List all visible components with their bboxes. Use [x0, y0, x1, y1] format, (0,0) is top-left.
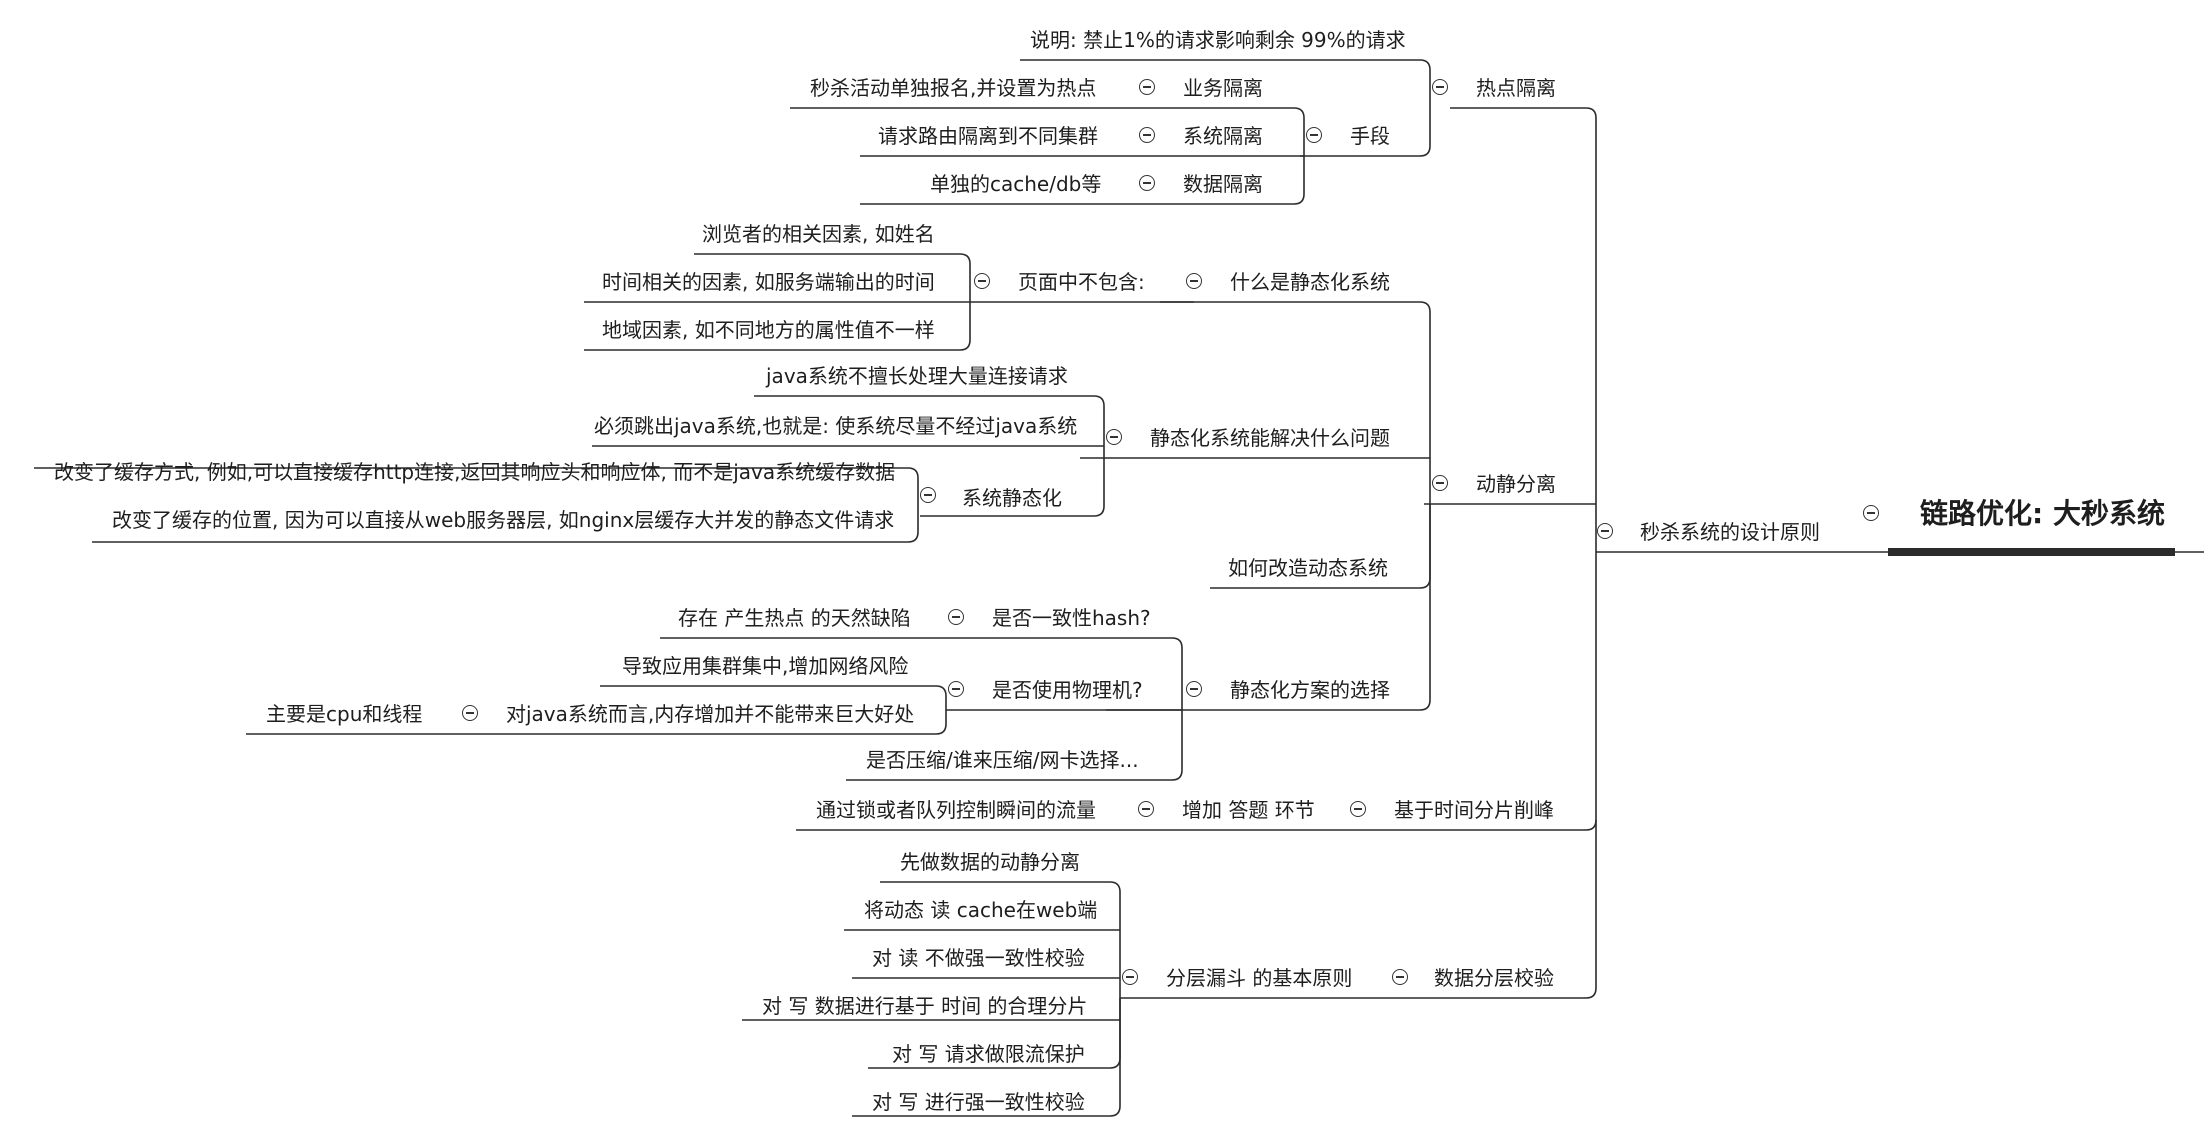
collapse-icon[interactable] — [1138, 801, 1154, 817]
node-system-static-1: 改变了缓存方式, 例如,可以直接缓存http连接,返回其响应头和响应体, 而不是… — [54, 460, 896, 484]
root-title: 链路优化: 大秒系统 — [1920, 497, 2165, 530]
node-biz-iso: 业务隔离 — [1183, 76, 1263, 100]
node-system-static-2: 改变了缓存的位置, 因为可以直接从web服务器层, 如nginx层缓存大并发的静… — [112, 508, 895, 532]
collapse-icon[interactable] — [1392, 969, 1408, 985]
node-funnel-2: 将动态 读 cache在web端 — [864, 898, 1098, 922]
node-system-static: 系统静态化 — [962, 486, 1062, 510]
collapse-icon[interactable] — [462, 705, 478, 721]
node-peak: 基于时间分片削峰 — [1394, 798, 1554, 822]
collapse-icon[interactable] — [1350, 801, 1366, 817]
node-add-question: 增加 答题 环节 — [1182, 798, 1315, 822]
node-funnel: 分层漏斗 的基本原则 — [1166, 966, 1353, 990]
node-solve: 静态化系统能解决什么问题 — [1150, 426, 1390, 450]
node-hash: 是否一致性hash? — [992, 606, 1151, 630]
node-what-static: 什么是静态化系统 — [1230, 270, 1390, 294]
collapse-icon[interactable] — [1186, 273, 1202, 289]
node-physical: 是否使用物理机? — [992, 678, 1143, 702]
node-data-iso: 数据隔离 — [1183, 172, 1263, 196]
node-funnel-1: 先做数据的动静分离 — [900, 850, 1080, 874]
node-hot-isolation: 热点隔离 — [1476, 76, 1556, 100]
node-means: 手段 — [1350, 124, 1390, 148]
node-no-contain: 页面中不包含: — [1018, 270, 1145, 294]
node-compress: 是否压缩/谁来压缩/网卡选择... — [866, 748, 1139, 772]
node-physical-2: 对java系统而言,内存增加并不能带来巨大好处 — [506, 702, 915, 726]
node-dynamic-static: 动静分离 — [1476, 472, 1556, 496]
node-no-contain-1: 浏览者的相关因素, 如姓名 — [702, 222, 935, 246]
node-no-contain-2: 时间相关的因素, 如服务端输出的时间 — [602, 270, 935, 294]
collapse-icon[interactable] — [948, 609, 964, 625]
node-solve-2: 必须跳出java系统,也就是: 使系统尽量不经过java系统 — [594, 414, 1078, 438]
collapse-icon[interactable] — [1432, 79, 1448, 95]
collapse-icon[interactable] — [974, 273, 990, 289]
node-data-iso-detail: 单独的cache/db等 — [930, 172, 1102, 196]
node-no-contain-3: 地域因素, 如不同地方的属性值不一样 — [602, 318, 935, 342]
node-hash-detail: 存在 产生热点 的天然缺陷 — [678, 606, 911, 630]
collapse-icon[interactable] — [1106, 429, 1122, 445]
collapse-icon[interactable] — [1597, 523, 1613, 539]
node-design-principles: 秒杀系统的设计原则 — [1640, 520, 1820, 544]
node-funnel-4: 对 写 数据进行基于 时间 的合理分片 — [762, 994, 1088, 1018]
node-solve-1: java系统不擅长处理大量连接请求 — [766, 364, 1068, 388]
node-how-dynamic: 如何改造动态系统 — [1228, 556, 1388, 580]
node-funnel-5: 对 写 请求做限流保护 — [892, 1042, 1085, 1066]
node-choice: 静态化方案的选择 — [1230, 678, 1390, 702]
collapse-icon[interactable] — [920, 487, 936, 503]
collapse-icon[interactable] — [1863, 505, 1879, 521]
collapse-icon[interactable] — [1139, 175, 1155, 191]
node-add-question-detail: 通过锁或者队列控制瞬间的流量 — [816, 798, 1096, 822]
collapse-icon[interactable] — [948, 681, 964, 697]
collapse-icon[interactable] — [1139, 79, 1155, 95]
node-sys-iso-detail: 请求路由隔离到不同集群 — [878, 124, 1098, 148]
collapse-icon[interactable] — [1186, 681, 1202, 697]
collapse-icon[interactable] — [1139, 127, 1155, 143]
node-physical-1: 导致应用集群集中,增加网络风险 — [622, 654, 909, 678]
collapse-icon[interactable] — [1306, 127, 1322, 143]
node-funnel-3: 对 读 不做强一致性校验 — [872, 946, 1085, 970]
node-hot-note: 说明: 禁止1%的请求影响剩余 99%的请求 — [1030, 28, 1406, 52]
collapse-icon[interactable] — [1122, 969, 1138, 985]
node-physical-2-detail: 主要是cpu和线程 — [266, 702, 423, 726]
node-sys-iso: 系统隔离 — [1183, 124, 1263, 148]
node-biz-iso-detail: 秒杀活动单独报名,并设置为热点 — [810, 76, 1097, 100]
node-funnel-6: 对 写 进行强一致性校验 — [872, 1090, 1085, 1114]
collapse-icon[interactable] — [1432, 475, 1448, 491]
node-layer-check: 数据分层校验 — [1434, 966, 1554, 990]
